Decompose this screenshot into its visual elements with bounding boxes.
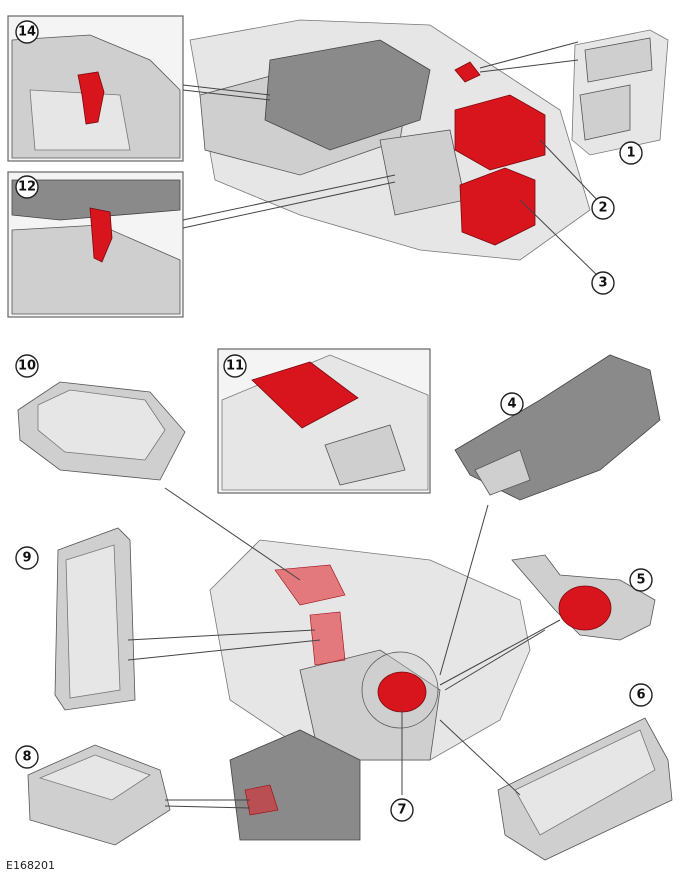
- ecu-module-illustration: [571, 29, 669, 156]
- inset-12: [7, 171, 184, 318]
- callout-10: 10: [15, 354, 39, 378]
- svg-text:10: 10: [18, 359, 36, 374]
- inset-12-sensor-highlight: [89, 207, 113, 263]
- inset-14: [7, 15, 184, 162]
- callout-7: 7: [390, 798, 414, 822]
- clockspring-highlight: [558, 585, 612, 631]
- svg-text:8: 8: [22, 750, 31, 765]
- callout-9: 9: [15, 546, 39, 570]
- inset-14-sensor-highlight: [77, 71, 105, 125]
- callout-4: 4: [500, 392, 524, 416]
- inset-11: [217, 348, 431, 494]
- callout-6: 6: [629, 683, 653, 707]
- svg-text:14: 14: [18, 25, 36, 40]
- svg-text:7: 7: [397, 803, 406, 818]
- inset-11-roof-module-highlight: [251, 361, 359, 429]
- engine-fuse-box-highlight: [459, 167, 536, 246]
- engine-bay-illustration: [189, 19, 591, 261]
- instrument-cluster-illustration: [497, 717, 673, 861]
- clockspring-illustration: [511, 554, 656, 641]
- dashboard-illustration: [209, 539, 531, 841]
- callout-12: 12: [15, 175, 39, 199]
- figure-reference: E168201: [6, 859, 55, 872]
- steering-column-illustration: [454, 354, 661, 501]
- svg-text:12: 12: [18, 180, 36, 195]
- svg-text:2: 2: [598, 201, 607, 216]
- driver-airbag-highlight: [377, 671, 427, 713]
- callout-11: 11: [223, 354, 247, 378]
- svg-text:3: 3: [598, 276, 607, 291]
- svg-text:5: 5: [636, 573, 645, 588]
- callout-5: 5: [629, 568, 653, 592]
- callout-14: 14: [15, 20, 39, 44]
- callout-8: 8: [15, 745, 39, 769]
- central-junction-box-illustration: [54, 527, 136, 711]
- callout-2: 2: [591, 196, 615, 220]
- restraints-control-module-illustration: [27, 744, 171, 846]
- svg-text:1: 1: [626, 146, 635, 161]
- svg-text:6: 6: [636, 688, 645, 703]
- svg-text:9: 9: [22, 551, 31, 566]
- battery-highlight: [454, 94, 546, 171]
- callout-1: 1: [619, 141, 643, 165]
- svg-text:4: 4: [507, 397, 516, 412]
- passenger-airbag-illustration: [17, 381, 186, 481]
- callout-3: 3: [591, 271, 615, 295]
- svg-text:11: 11: [226, 359, 244, 374]
